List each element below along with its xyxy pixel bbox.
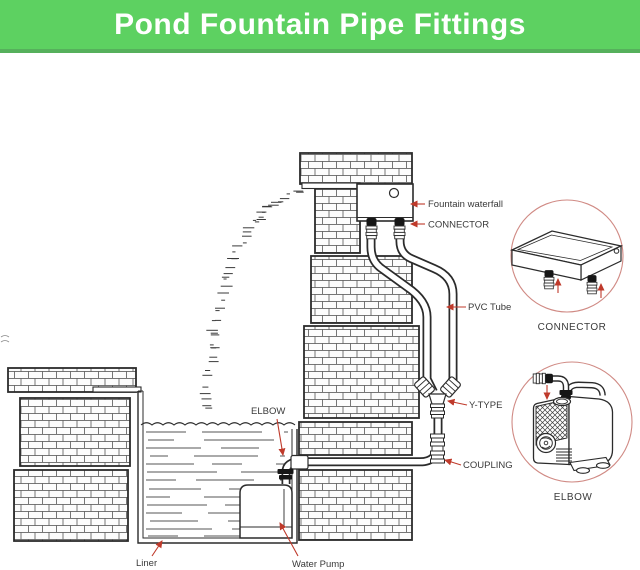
waterfall-box [301, 182, 414, 222]
spout-slab [301, 182, 361, 190]
detail-connector-caption: CONNECTOR [538, 322, 607, 333]
title-banner: Pond Fountain Pipe Fittings [0, 0, 640, 53]
coupling-fitting [430, 433, 445, 464]
water-pump [239, 484, 293, 539]
pvc-pipes [286, 233, 453, 484]
elbow-fitting [277, 469, 294, 480]
label-elbow: ELBOW [251, 406, 285, 417]
label-coupling: COUPLING [463, 460, 513, 471]
edge-break-mark [0, 335, 10, 343]
water-surface [140, 422, 296, 426]
y-type-fitting [413, 375, 462, 419]
brick-wall-right [298, 152, 420, 541]
label-connector: CONNECTOR [428, 220, 489, 231]
page-title: Pond Fountain Pipe Fittings [114, 7, 526, 41]
label-y-type: Y-TYPE [469, 400, 502, 411]
detail-circle-elbow: ELBOW [511, 361, 633, 503]
detail-circle-connector: CONNECTOR [509, 199, 624, 333]
callouts: Fountain waterfall CONNECTOR PVC Tube Y-… [136, 199, 513, 570]
pond-liner [137, 390, 298, 544]
brick-wall-left [0, 335, 142, 542]
label-liner: Liner [136, 558, 157, 569]
waterfall-stream [199, 190, 304, 409]
detail-elbow-caption: ELBOW [554, 492, 593, 503]
label-fountain-waterfall: Fountain waterfall [428, 199, 503, 210]
coping-ledge [92, 386, 142, 393]
label-water-pump: Water Pump [292, 559, 344, 570]
label-pvc-tube: PVC Tube [468, 302, 511, 313]
screw-hole [388, 187, 400, 199]
wall-sleeve [290, 454, 309, 470]
